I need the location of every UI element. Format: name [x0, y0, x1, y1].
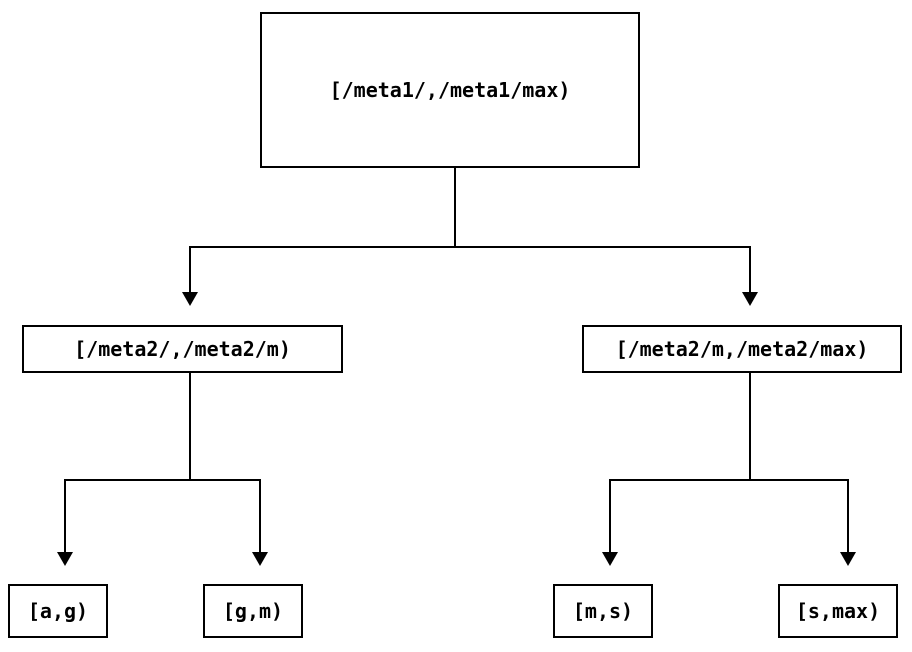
- connector-line: [454, 168, 456, 247]
- node-leaf-gm: [g,m): [203, 584, 303, 638]
- connector-line: [259, 479, 261, 552]
- node-leaf-ag: [a,g): [8, 584, 108, 638]
- connector-line: [609, 479, 849, 481]
- node-leaf-ms: [m,s): [553, 584, 653, 638]
- connector-line: [189, 246, 751, 248]
- connector-line: [609, 479, 611, 552]
- connector-line: [749, 373, 751, 481]
- connector-line: [64, 479, 66, 552]
- arrowhead-down-icon: [602, 552, 618, 566]
- connector-line: [749, 246, 751, 292]
- arrowhead-down-icon: [182, 292, 198, 306]
- arrowhead-down-icon: [742, 292, 758, 306]
- node-leaf-smax: [s,max): [778, 584, 898, 638]
- connector-line: [847, 479, 849, 552]
- connector-line: [189, 373, 191, 481]
- arrowhead-down-icon: [252, 552, 268, 566]
- node-root-range: [/meta1/,/meta1/max): [260, 12, 640, 168]
- node-meta2-low-range: [/meta2/,/meta2/m): [22, 325, 343, 373]
- connector-line: [64, 479, 261, 481]
- arrowhead-down-icon: [840, 552, 856, 566]
- connector-line: [189, 246, 191, 292]
- arrowhead-down-icon: [57, 552, 73, 566]
- node-meta2-high-range: [/meta2/m,/meta2/max): [582, 325, 902, 373]
